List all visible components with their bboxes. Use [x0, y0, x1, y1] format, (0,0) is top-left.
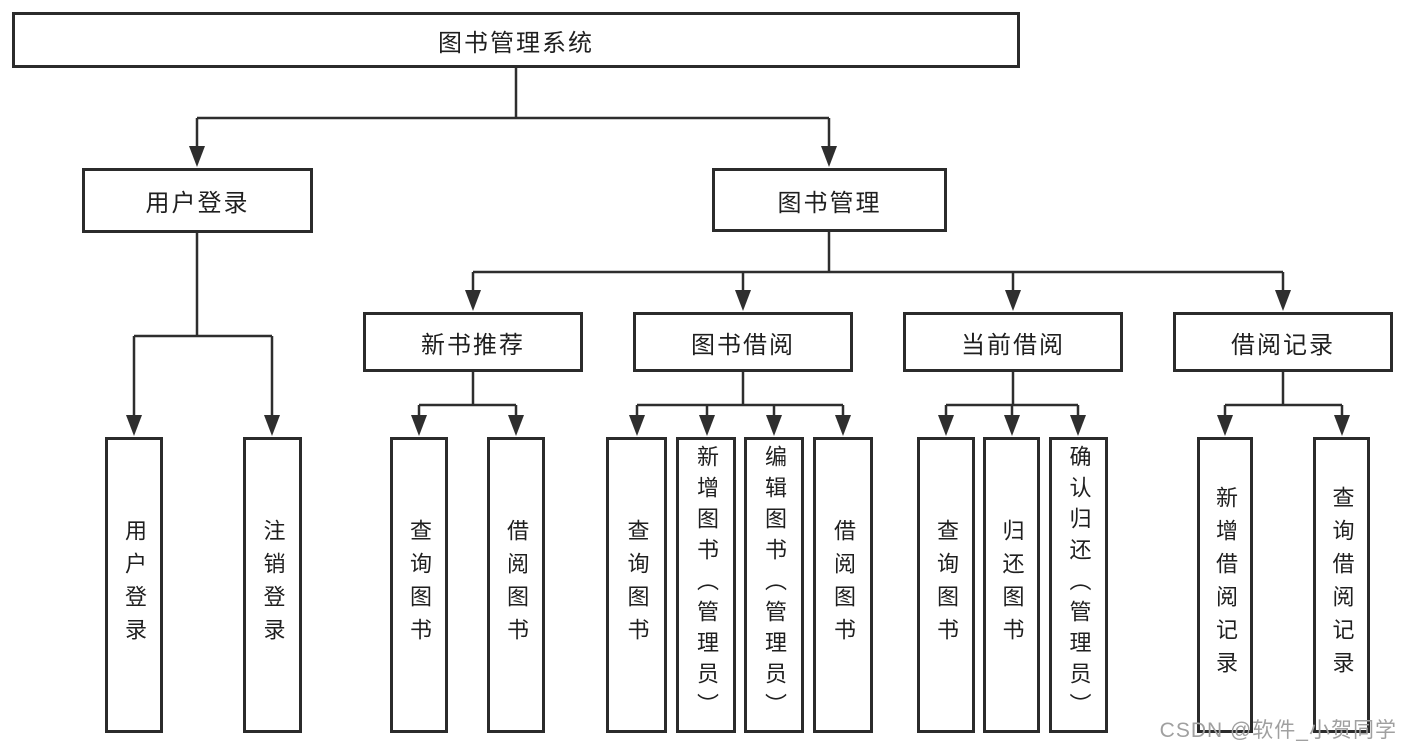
leaf-query-books-borrow-label: 查询图书 — [624, 519, 650, 651]
leaf-confirm-return-admin: 确认归还（管理员） — [1049, 437, 1108, 733]
leaf-query-books-borrow: 查询图书 — [606, 437, 667, 733]
watermark: CSDN @软件_小贺同学 — [1159, 719, 1397, 742]
leaf-user-login: 用户登录 — [105, 437, 163, 733]
leaf-query-books-recommend-label: 查询图书 — [407, 519, 432, 651]
leaf-borrow-books: 借阅图书 — [813, 437, 873, 733]
node-borrow-records: 借阅记录 — [1173, 312, 1393, 372]
node-book-borrow: 图书借阅 — [633, 312, 853, 372]
leaf-query-borrow-record: 查询借阅记录 — [1313, 437, 1370, 733]
leaf-add-borrow-record: 新增借阅记录 — [1197, 437, 1253, 733]
node-book-management: 图书管理 — [712, 168, 947, 232]
leaf-logout: 注销登录 — [243, 437, 302, 733]
leaf-return-books-label: 归还图书 — [999, 519, 1025, 651]
leaf-logout-label: 注销登录 — [260, 519, 286, 651]
leaf-add-books-admin: 新增图书（管理员） — [676, 437, 736, 733]
leaf-add-borrow-record-label: 新增借阅记录 — [1213, 486, 1238, 684]
leaf-edit-books-admin-label: 编辑图书（管理员） — [762, 445, 787, 724]
leaf-edit-books-admin: 编辑图书（管理员） — [744, 437, 804, 733]
node-user-login: 用户登录 — [82, 168, 313, 233]
leaf-return-books: 归还图书 — [983, 437, 1040, 733]
leaf-borrow-books-recommend-label: 借阅图书 — [504, 519, 529, 651]
node-current-borrow: 当前借阅 — [903, 312, 1123, 372]
leaf-borrow-books-label: 借阅图书 — [831, 519, 856, 651]
leaf-query-books-current: 查询图书 — [917, 437, 975, 733]
node-new-book-recommend: 新书推荐 — [363, 312, 583, 372]
leaf-user-login-label: 用户登录 — [122, 519, 147, 651]
leaf-confirm-return-admin-label: 确认归还（管理员） — [1066, 445, 1092, 724]
leaf-query-borrow-record-label: 查询借阅记录 — [1329, 486, 1355, 684]
leaf-add-books-admin-label: 新增图书（管理员） — [694, 445, 719, 724]
leaf-query-books-current-label: 查询图书 — [934, 519, 959, 651]
leaf-borrow-books-recommend: 借阅图书 — [487, 437, 545, 733]
leaf-query-books-recommend: 查询图书 — [390, 437, 448, 733]
node-root: 图书管理系统 — [12, 12, 1020, 68]
